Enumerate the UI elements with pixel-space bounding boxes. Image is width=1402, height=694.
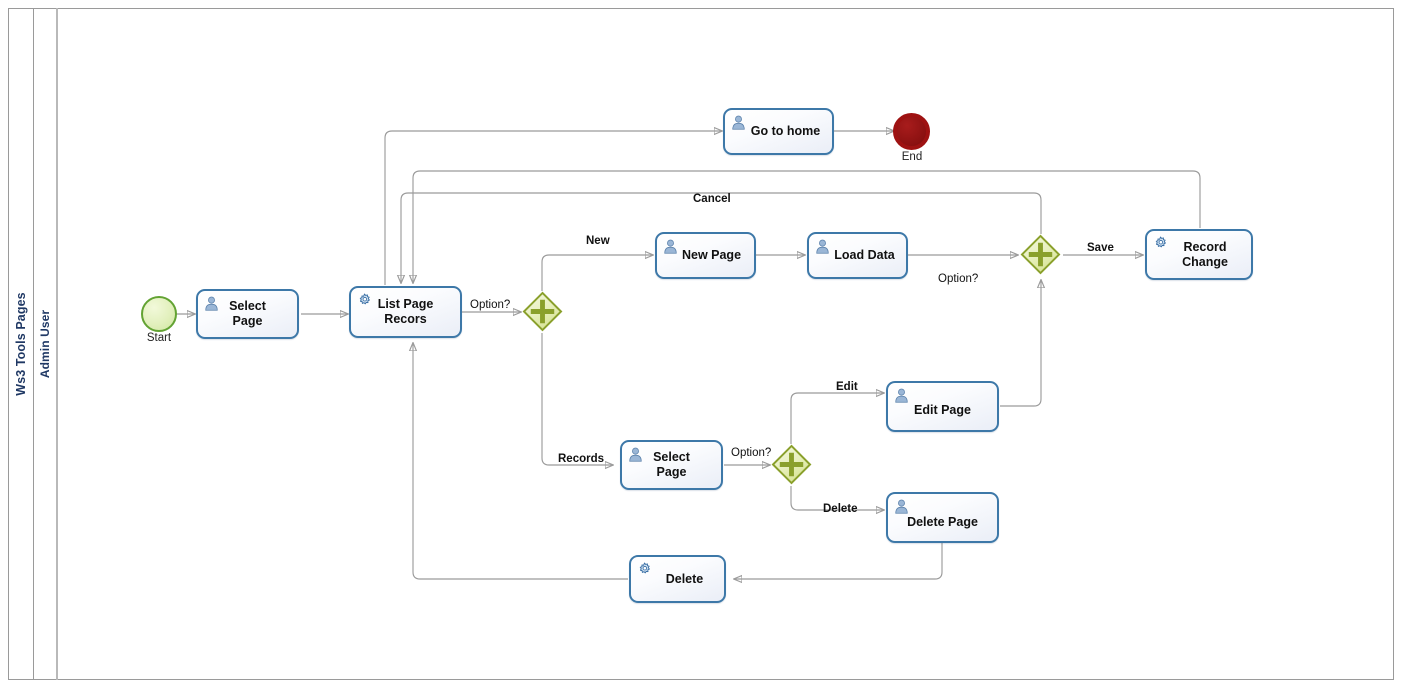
task-label: Go to home [750,124,821,138]
task-edit-page[interactable]: Edit Page [886,381,999,432]
flow-label-records: Records [558,453,605,465]
flow-label-option-2: Option? [938,273,979,285]
task-delete[interactable]: Delete [629,555,726,603]
task-label: Record Change [1182,239,1228,269]
start-event-label: Start [146,332,172,344]
task-load-data[interactable]: Load Data [807,232,908,279]
gateway-option-1[interactable] [522,291,563,332]
pool-header: Ws3 Tools Pages [8,8,34,680]
flow-label-edit: Edit [836,381,858,393]
gear-icon [359,293,370,305]
task-label: New Page [681,248,742,262]
task-list-page-recors[interactable]: List Page Recors [349,286,462,338]
lane-name-label: Admin User [38,309,52,379]
task-label: Load Data [834,248,895,262]
user-icon [629,447,642,462]
flow-label-option-1: Option? [470,299,511,311]
task-label: Edit Page [914,403,971,417]
flow-label-delete: Delete [823,503,858,515]
lane-header: Admin User [34,8,58,680]
task-delete-page[interactable]: Delete Page [886,492,999,543]
user-icon [816,239,829,254]
task-go-to-home[interactable]: Go to home [723,108,834,155]
task-new-page[interactable]: New Page [655,232,756,279]
task-select-page-1[interactable]: Select Page [196,289,299,339]
task-label: Select Page [653,450,690,479]
gateway-option-3[interactable] [771,444,812,485]
gateway-option-2[interactable] [1020,234,1061,275]
task-label: Delete Page [907,515,978,529]
user-icon [895,388,908,403]
end-event-label: End [901,151,923,163]
task-record-change[interactable]: Record Change [1145,229,1253,280]
gear-icon [639,562,650,574]
task-label: Delete [665,571,704,586]
flow-label-option-3: Option? [731,447,772,459]
flow-label-cancel: Cancel [693,193,731,205]
gear-icon [1155,236,1166,248]
start-event[interactable] [141,296,177,332]
user-icon [732,115,745,130]
pool-name-label: Ws3 Tools Pages [13,292,28,396]
user-icon [205,296,218,311]
end-event[interactable] [893,113,930,150]
flow-label-save: Save [1087,242,1114,254]
task-label: List Page Recors [377,297,434,326]
user-icon [895,499,908,514]
flow-label-new: New [586,235,610,247]
task-select-page-2[interactable]: Select Page [620,440,723,490]
task-label: Select Page [229,299,266,328]
user-icon [664,239,677,254]
